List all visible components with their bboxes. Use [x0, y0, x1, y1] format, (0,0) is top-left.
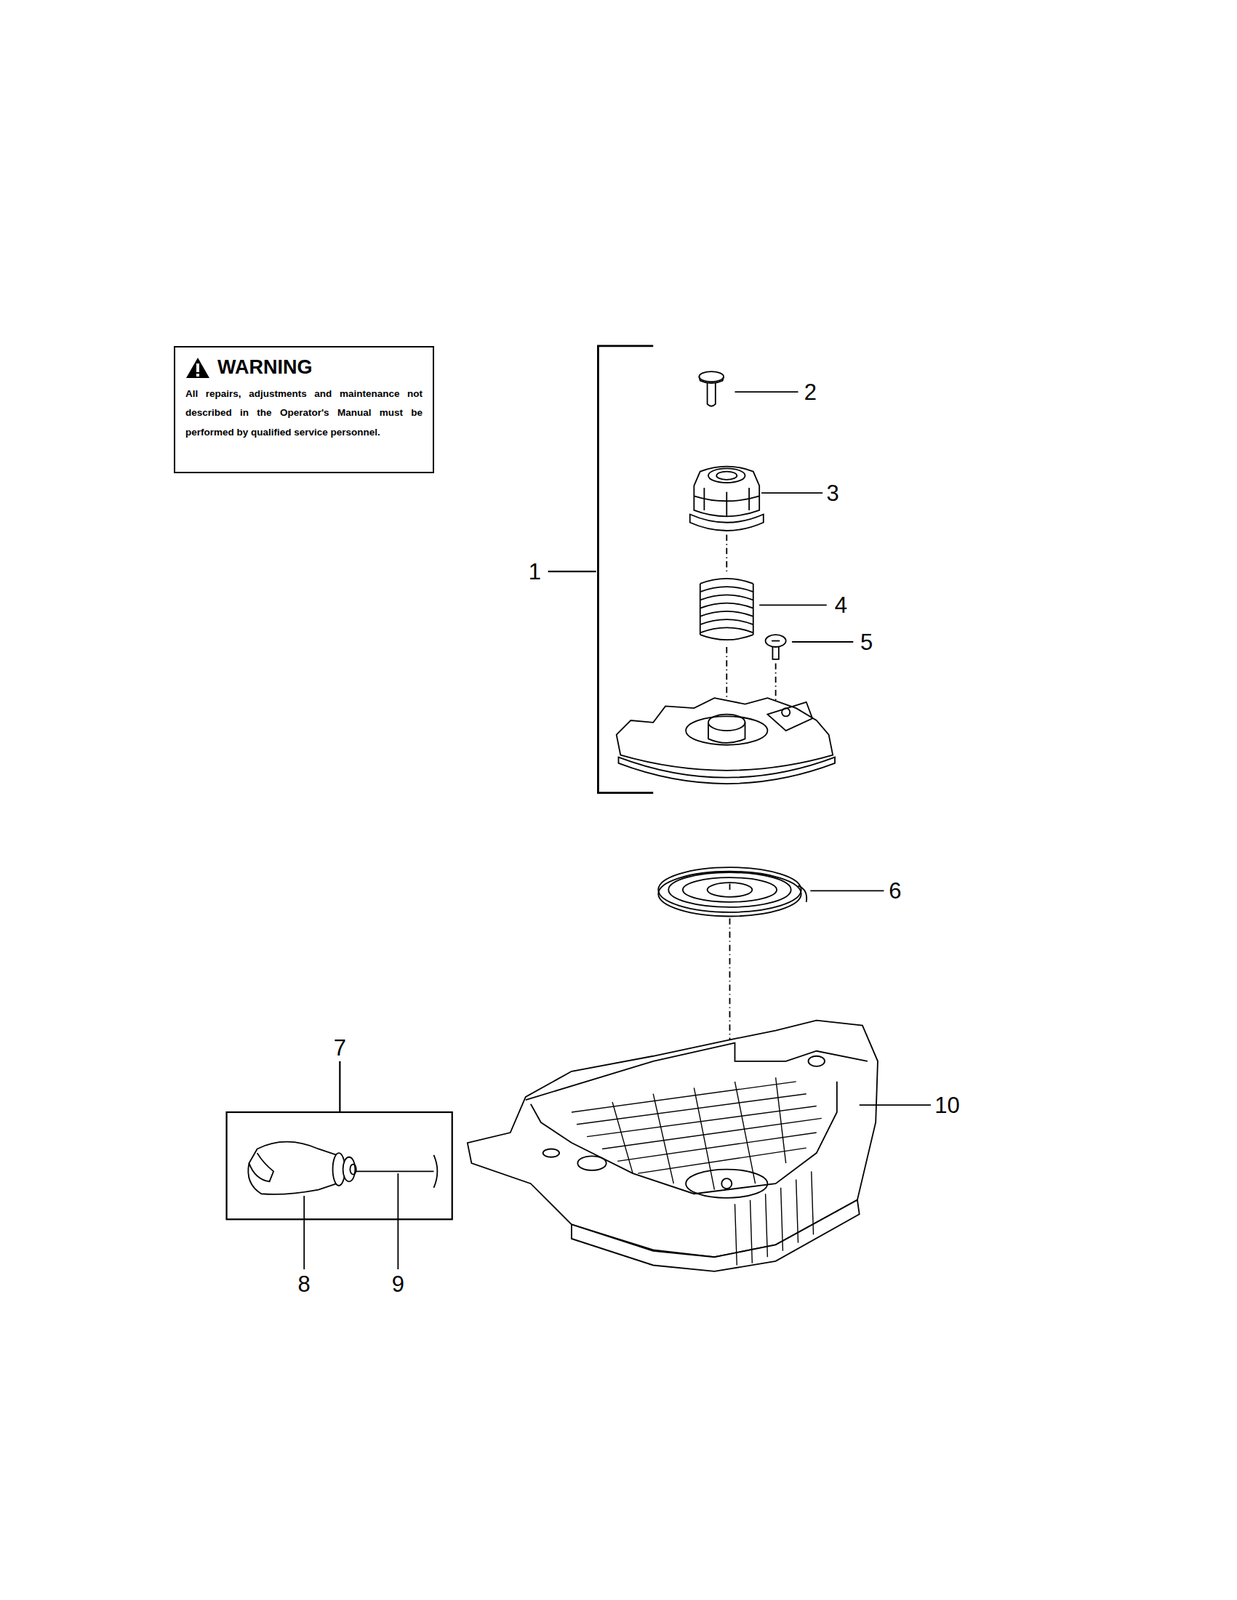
callout-number: 8 — [298, 1272, 311, 1296]
callout-number: 7 — [333, 1037, 347, 1060]
callout-number: 2 — [804, 380, 817, 403]
warning-text: All repairs, adjustments and maintenance… — [185, 384, 423, 443]
callout-number: 4 — [834, 594, 848, 617]
warning-icon — [185, 357, 211, 379]
warning-title: WARNING — [217, 356, 313, 379]
callout-number: 1 — [528, 559, 542, 583]
warning-heading: WARNING — [185, 356, 423, 379]
callout-number: 3 — [826, 481, 840, 504]
callout-number: 6 — [888, 879, 902, 903]
callout-number: 9 — [391, 1272, 405, 1296]
warning-box: WARNING All repairs, adjustments and main… — [173, 346, 435, 474]
callout-number: 10 — [934, 1093, 960, 1117]
callout-number: 5 — [860, 630, 873, 654]
